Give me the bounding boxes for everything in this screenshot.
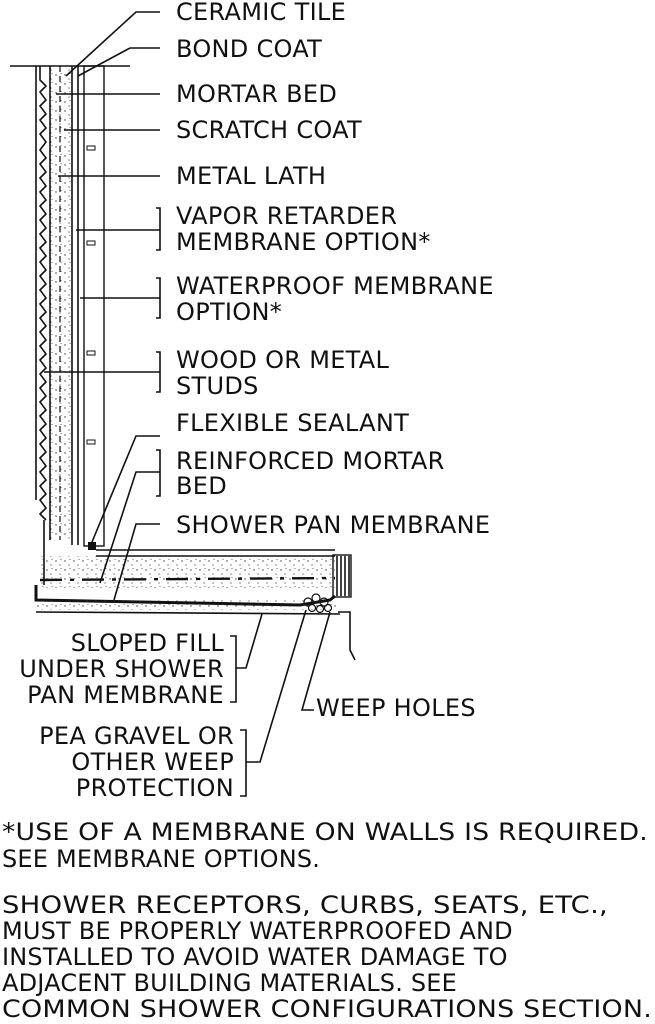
sloped-fill	[36, 600, 336, 610]
label-mortar-bed: MORTAR BED	[176, 80, 337, 108]
leader-bond-coat	[77, 47, 160, 77]
label-metal-lath: METAL LATH	[176, 162, 326, 190]
leader-lines	[44, 11, 331, 797]
leader-sloped	[236, 613, 263, 669]
label-studs-1: WOOD OR METAL	[176, 346, 390, 374]
bracket-reinforced	[156, 449, 161, 497]
label-sloped-3: PAN MEMBRANE	[27, 681, 224, 709]
notes: *USE OF A MEMBRANE ON WALLS IS REQUIRED.…	[2, 818, 652, 1023]
label-flexible-sealant: FLEXIBLE SEALANT	[176, 409, 409, 437]
label-reinforced-1: REINFORCED MORTAR	[176, 447, 445, 475]
label-ceramic-tile: CERAMIC TILE	[176, 0, 346, 26]
bracket-vapor	[156, 207, 161, 251]
label-vapor-retarder-1: VAPOR RETARDER	[176, 202, 397, 230]
note2-line1: SHOWER RECEPTORS, CURBS, SEATS, ETC.,	[2, 891, 608, 919]
label-sloped-2: UNDER SHOWER	[19, 655, 224, 683]
note2-line4: ADJACENT BUILDING MATERIALS. SEE	[2, 969, 457, 997]
label-waterproof-2: OPTION*	[176, 298, 282, 326]
wall-assembly	[10, 65, 130, 585]
ceramic-tile-layer	[38, 66, 48, 521]
label-reinforced-2: BED	[176, 472, 227, 500]
label-pea-3: PROTECTION	[76, 774, 234, 802]
label-vapor-retarder-2: MEMBRANE OPTION*	[176, 228, 431, 256]
note1-line2: SEE MEMBRANE OPTIONS.	[2, 845, 320, 873]
stud-outline	[83, 65, 105, 547]
label-waterproof-1: WATERPROOF MEMBRANE	[176, 272, 494, 300]
label-pea-2: OTHER WEEP	[71, 748, 234, 776]
labels: CERAMIC TILE BOND COAT MORTAR BED SCRATC…	[19, 0, 494, 802]
note2-line3: INSTALLED TO AVOID WATER DAMAGE TO	[2, 943, 508, 971]
pea-gravel	[303, 593, 333, 614]
bracket-pea	[240, 729, 247, 797]
label-scratch-coat: SCRATCH COAT	[176, 116, 362, 144]
label-sloped-1: SLOPED FILL	[71, 629, 225, 657]
note2-line5: COMMON SHOWER CONFIGURATIONS SECTION.	[2, 995, 652, 1023]
label-pea-1: PEA GRAVEL OR	[39, 722, 234, 750]
label-studs-2: STUDS	[176, 372, 259, 400]
reinforced-mortar-fill	[40, 556, 335, 588]
leader-reinforced	[99, 471, 160, 584]
leader-ceramic-tile	[65, 11, 160, 77]
leader-pea	[246, 609, 307, 763]
drain-body	[332, 554, 356, 661]
label-shower-pan: SHOWER PAN MEMBRANE	[176, 511, 490, 539]
leader-weep-holes	[300, 611, 331, 711]
reinforcing-line	[39, 576, 336, 582]
flexible-sealant-block	[88, 542, 96, 550]
leader-shower-pan	[113, 523, 160, 601]
subfloor-line	[35, 611, 341, 615]
note1-line1: *USE OF A MEMBRANE ON WALLS IS REQUIRED.	[2, 818, 648, 846]
label-weep-holes: WEEP HOLES	[316, 694, 476, 722]
label-bond-coat: BOND COAT	[176, 35, 322, 63]
stud-marks	[86, 145, 96, 445]
note2-line2: MUST BE PROPERLY WATERPROOFED AND	[2, 917, 513, 945]
leader-flexible-sealant	[91, 435, 160, 543]
floor-assembly	[34, 549, 356, 661]
bracket-sloped	[230, 635, 237, 703]
